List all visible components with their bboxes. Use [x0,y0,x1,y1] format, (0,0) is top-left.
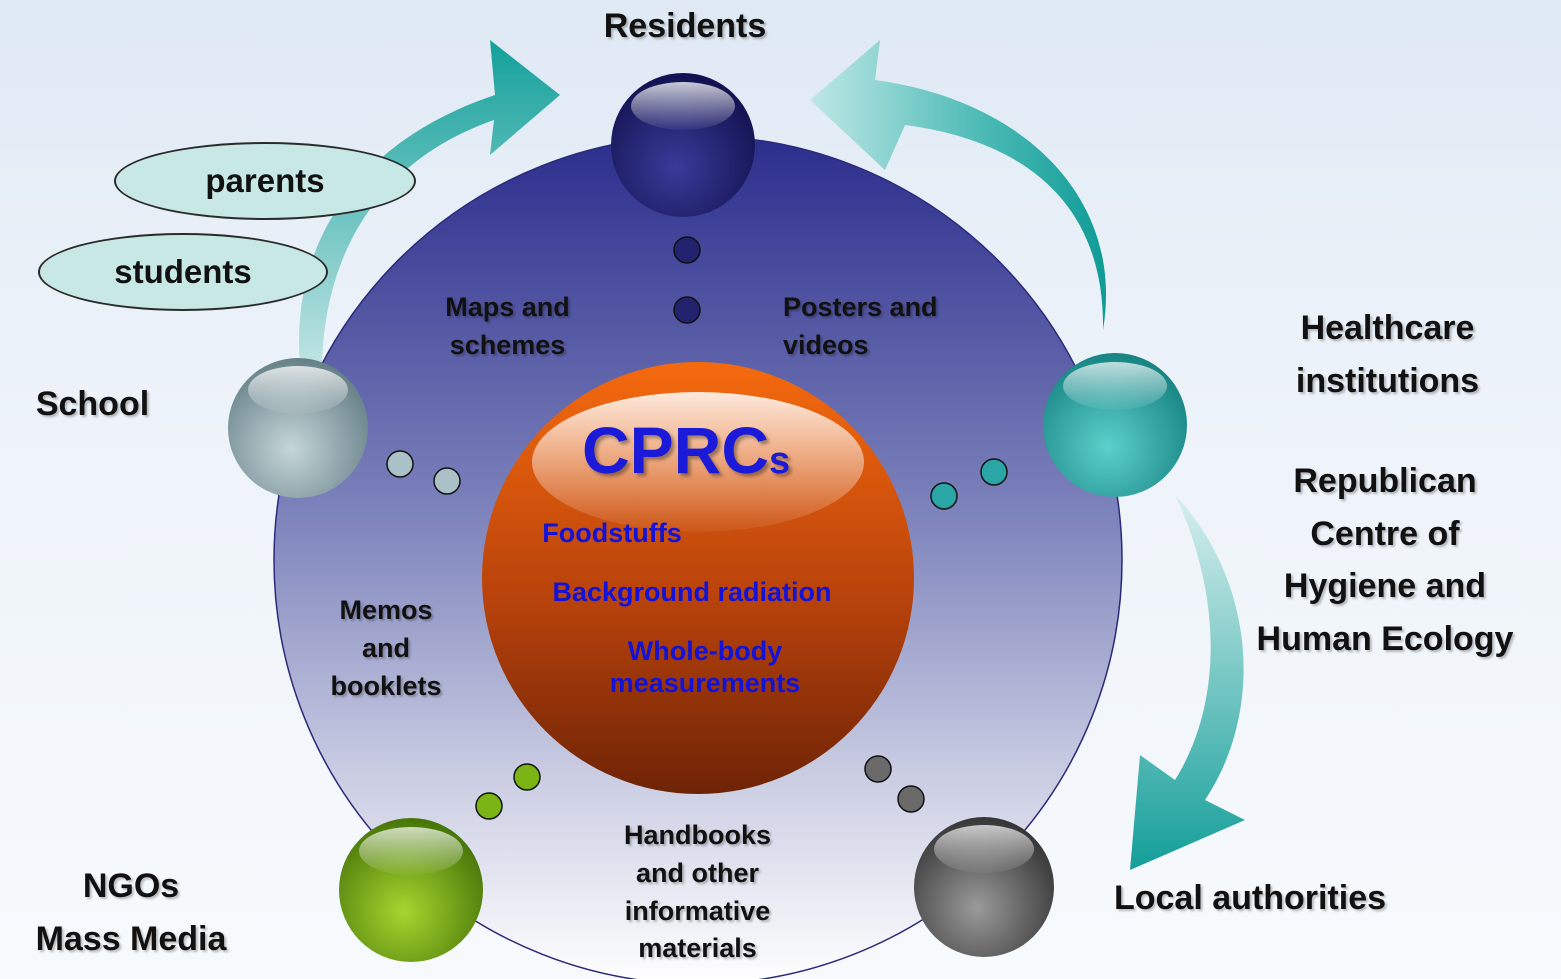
republican-label: Republican Centre of Hygiene and Human E… [1256,462,1514,659]
dot-green-1 [513,763,541,791]
dot-dark-2 [897,785,925,813]
memos-label: Memos and booklets [330,595,442,701]
local-sphere-shine [934,825,1034,873]
dot-dark-1 [864,755,892,783]
cprc-title-main: CPRC [582,413,770,487]
arrow-healthcare-to-residents [810,40,1107,330]
dot-navy-1 [673,236,701,264]
healthcare-sphere-shine [1063,362,1167,410]
local-authorities-label: Local authorities [1113,879,1387,917]
residents-label: Residents [603,7,767,45]
cprc-title: CPRCs [582,412,842,488]
center-item-whole-body: Whole-body measurements [609,636,801,699]
ngos-label: NGOs Mass Media [35,867,227,958]
dot-grey-2 [433,467,461,495]
arrow-republican-to-local [1130,495,1245,870]
school-label: School [35,385,150,423]
dot-navy-2 [673,296,701,324]
parents-oval: parents [114,142,416,220]
residents-sphere-shine [631,82,735,130]
posters-label: Posters and videos [783,292,938,360]
healthcare-label: Healthcare institutions [1295,309,1480,400]
school-sphere-shine [248,366,348,414]
handbooks-label: Handbooks and other informative material… [623,820,771,964]
dot-teal-1 [980,458,1008,486]
dot-teal-2 [930,482,958,510]
parents-label: parents [205,162,325,199]
center-item-background-radiation: Background radiation [552,577,832,607]
dot-grey-1 [386,450,414,478]
cprc-title-sub: s [769,440,791,482]
dot-green-2 [475,792,503,820]
center-item-foodstuffs: Foodstuffs [542,518,682,548]
students-label: students [114,253,252,290]
ngos-sphere-shine [359,827,463,875]
center-sphere-shine [532,392,864,532]
students-oval: students [38,233,328,311]
arrow-school-to-residents [299,40,560,365]
maps-label: Maps and schemes [445,292,570,360]
